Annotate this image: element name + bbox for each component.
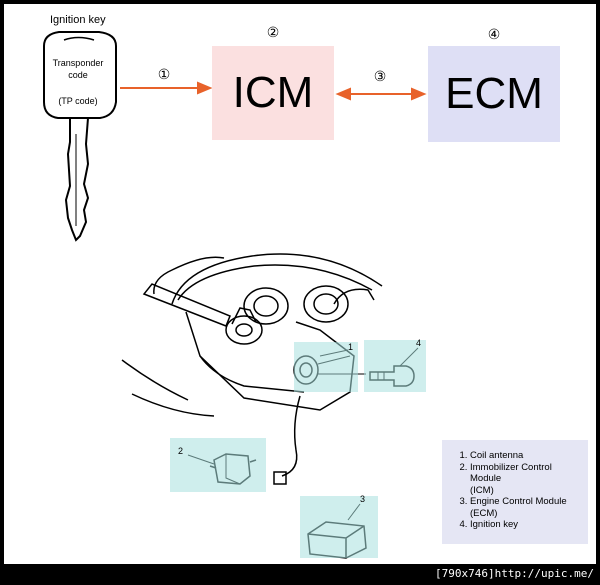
ignition-key-highlight bbox=[364, 340, 426, 392]
bottom-bar: [790x746]http://upic.me/ bbox=[0, 564, 600, 585]
legend-box: Coil antenna Immobilizer Control Module … bbox=[442, 440, 588, 544]
icm-highlight bbox=[170, 438, 266, 492]
ecm-box: ECM bbox=[428, 46, 560, 142]
coil-antenna-highlight bbox=[294, 342, 358, 392]
icm-label: ICM bbox=[232, 68, 314, 117]
step-1-number: ① bbox=[157, 66, 171, 82]
legend-item-1: Coil antenna bbox=[470, 450, 582, 462]
icm-box: ICM bbox=[212, 46, 334, 140]
step-3-number: ③ bbox=[373, 68, 387, 84]
arrow-key-to-icm bbox=[120, 81, 213, 95]
step-4-number: ④ bbox=[487, 26, 501, 42]
legend-item-4: Ignition key bbox=[470, 519, 582, 531]
ignition-key-icon bbox=[43, 31, 117, 242]
code-label: code bbox=[68, 70, 88, 80]
callout-3: 3 bbox=[360, 494, 366, 504]
steering-column-illustration bbox=[121, 253, 383, 485]
callout-4: 4 bbox=[416, 338, 422, 348]
callout-2: 2 bbox=[178, 446, 184, 456]
ecm-highlight bbox=[300, 496, 378, 558]
diagram-canvas: Ignition key Transponder code (TP code) … bbox=[4, 4, 596, 564]
watermark-text: [790x746]http://upic.me/ bbox=[435, 567, 594, 580]
legend-item-3: Engine Control Module (ECM) bbox=[470, 496, 582, 519]
legend-item-2: Immobilizer Control Module (ICM) bbox=[470, 462, 582, 497]
arrow-icm-ecm bbox=[335, 87, 427, 101]
ecm-label: ECM bbox=[445, 69, 543, 118]
transponder-label: Transponder bbox=[52, 58, 104, 68]
tp-code-label: (TP code) bbox=[58, 96, 98, 106]
callout-1: 1 bbox=[348, 342, 354, 352]
step-2-number: ② bbox=[266, 24, 280, 40]
ignition-key-label: Ignition key bbox=[50, 14, 106, 26]
